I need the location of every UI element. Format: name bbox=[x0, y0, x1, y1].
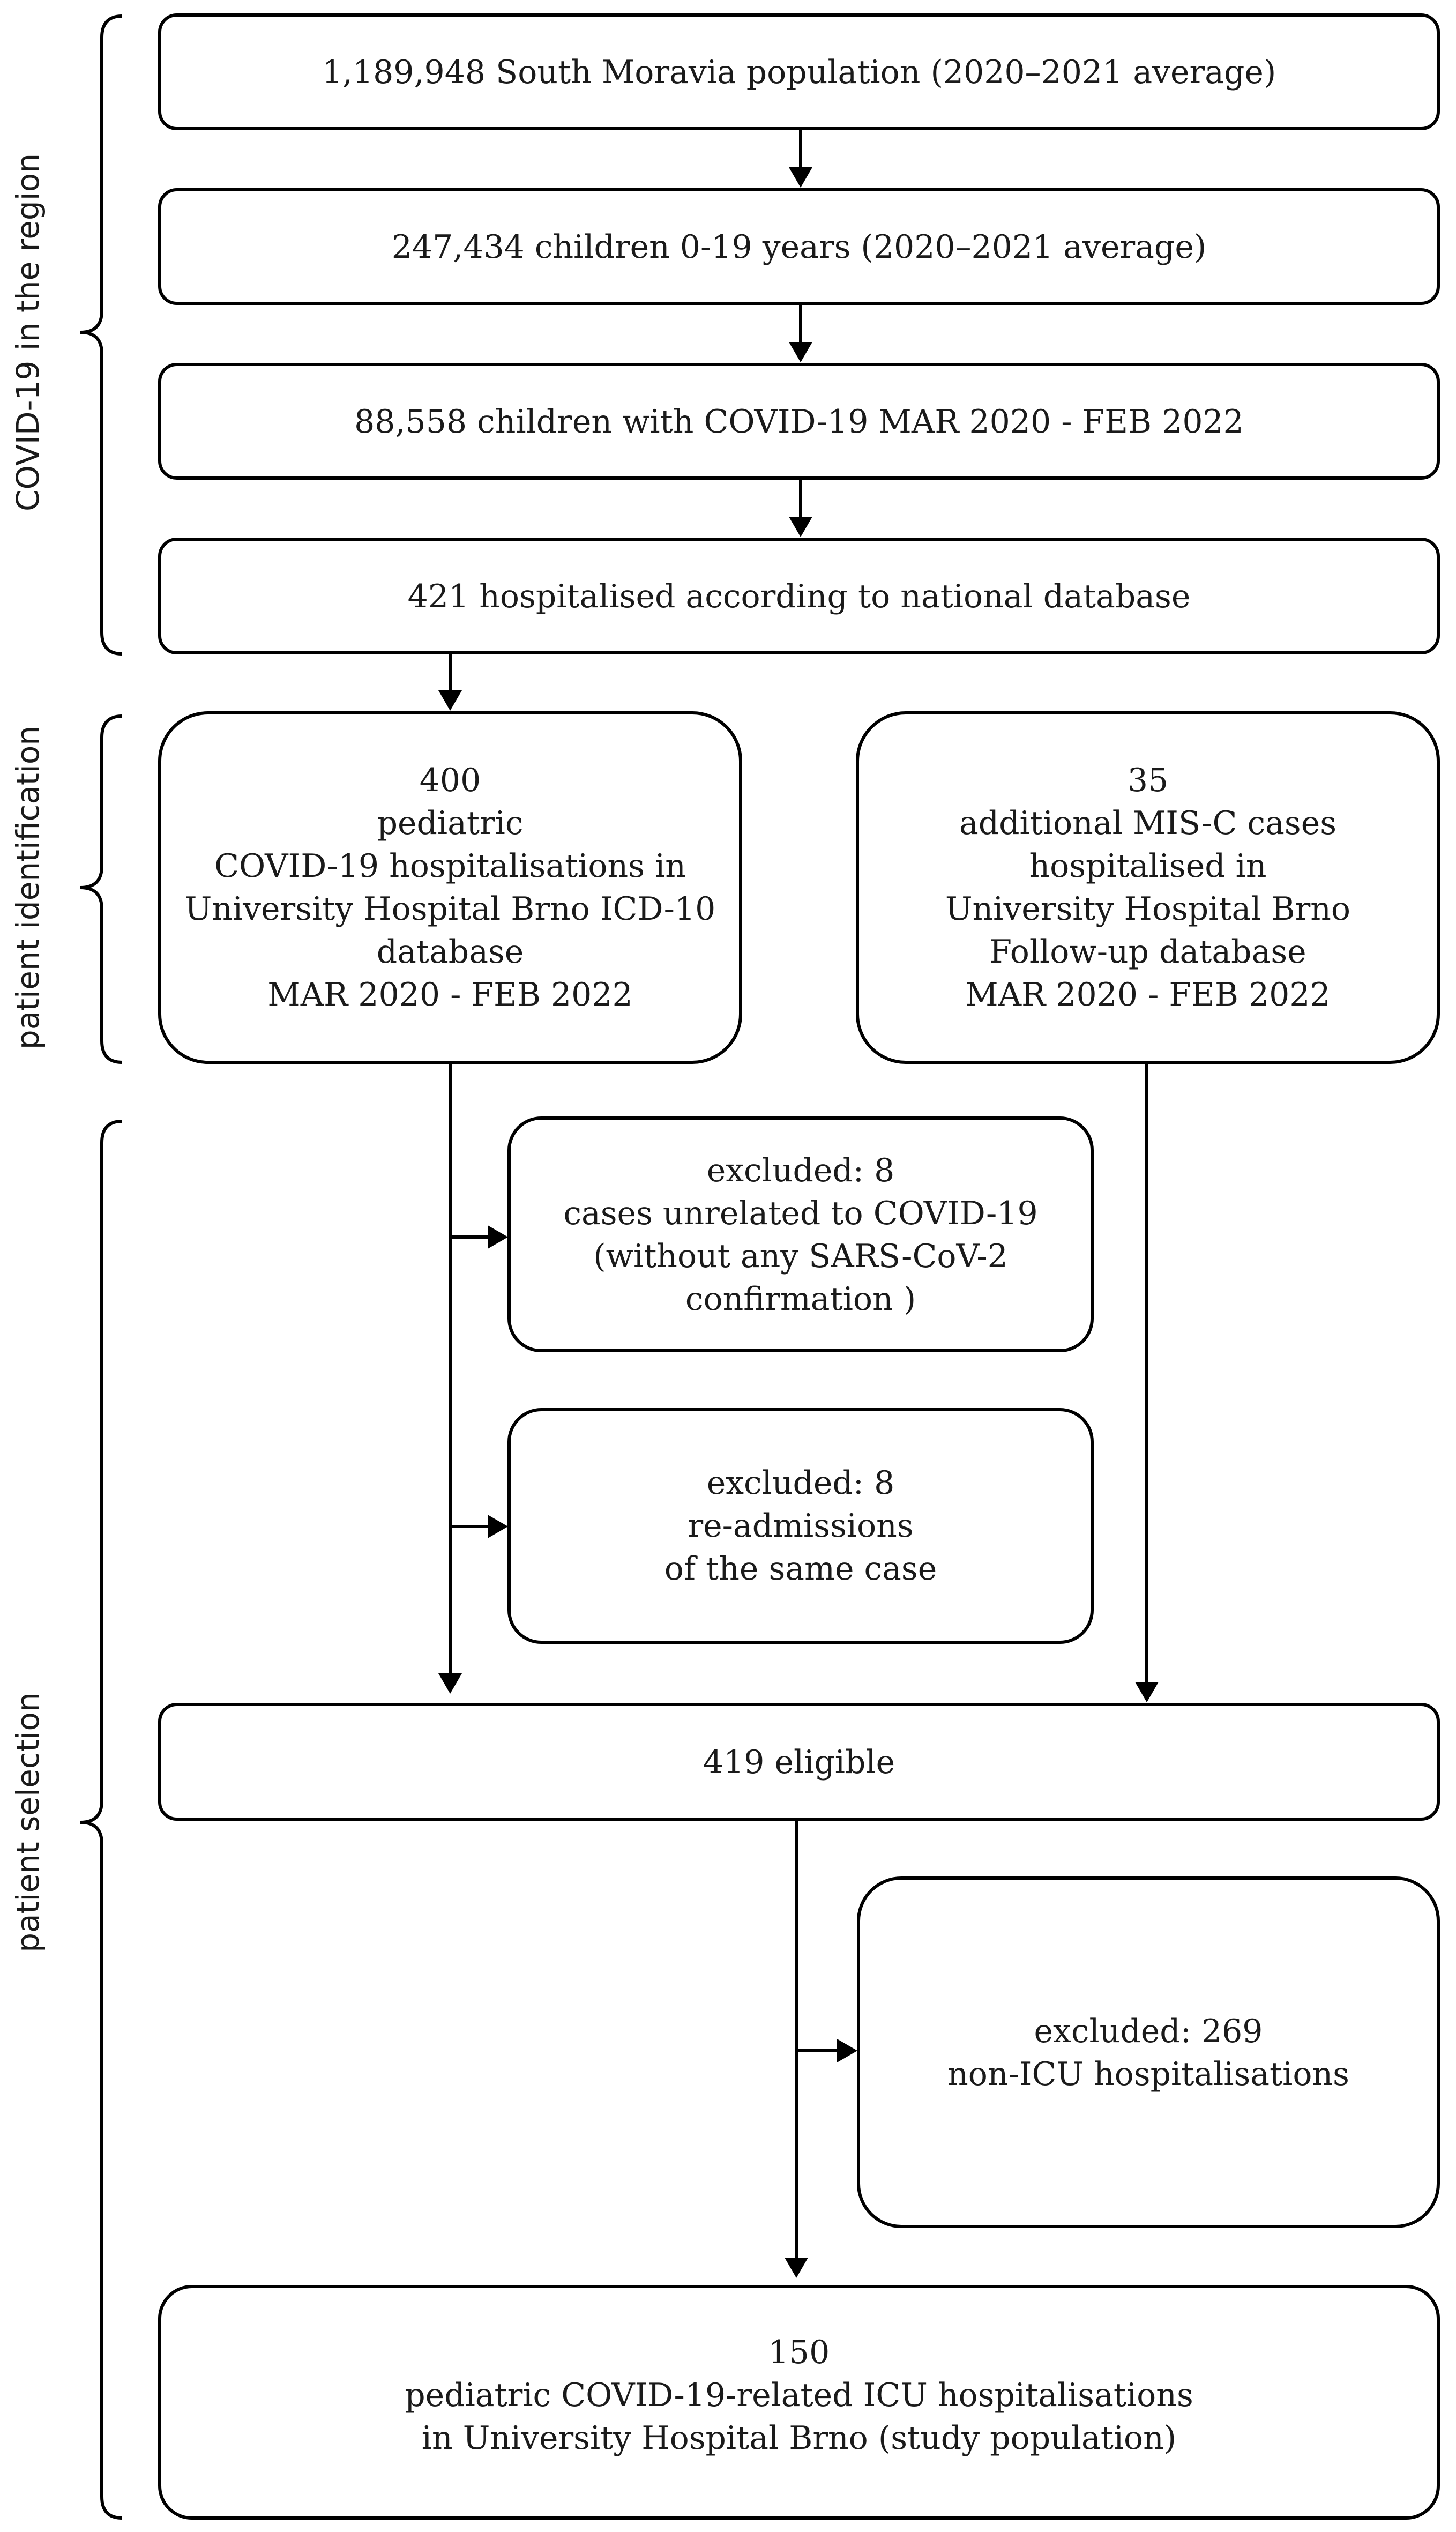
box-excluded-unrelated-line-4: confirmation ) bbox=[685, 1280, 916, 1318]
box-icd10: 400 pediatric COVID-19 hospitalisations … bbox=[158, 711, 742, 1064]
brace-selection bbox=[80, 1120, 123, 2520]
box-excluded-readmissions-line-2: re-admissions bbox=[688, 1507, 913, 1545]
box-excluded-non-icu-line-2: non-ICU hospitalisations bbox=[947, 2056, 1349, 2093]
box-misc-line-2: additional MIS-C cases bbox=[959, 805, 1336, 842]
box-excluded-readmissions: excluded: 8 re-admissions of the same ca… bbox=[507, 1408, 1094, 1644]
box-children: 247,434 children 0-19 years (2020–2021 a… bbox=[158, 188, 1440, 305]
box-study-population: 150 pediatric COVID-19-related ICU hospi… bbox=[158, 2285, 1440, 2520]
box-misc: 35 additional MIS-C cases hospitalised i… bbox=[856, 711, 1440, 1064]
box-eligible: 419 eligible bbox=[158, 1703, 1440, 1821]
box-study-population-line-1: 150 bbox=[768, 2334, 830, 2371]
box-study-population-line-2: pediatric COVID-19-related ICU hospitali… bbox=[405, 2377, 1193, 2414]
section-labels: COVID-19 in the region patient identific… bbox=[10, 153, 46, 1953]
box-misc-line-6: MAR 2020 - FEB 2022 bbox=[965, 976, 1330, 1014]
box-population: 1,189,948 South Moravia population (2020… bbox=[158, 13, 1440, 130]
box-covid-children-line-1: 88,558 children with COVID-19 MAR 2020 -… bbox=[354, 403, 1244, 441]
box-excluded-readmissions-line-1: excluded: 8 bbox=[707, 1464, 895, 1502]
box-icd10-line-5: database bbox=[377, 933, 524, 971]
box-excluded-non-icu-line-1: excluded: 269 bbox=[1034, 2013, 1263, 2050]
box-misc-line-3: hospitalised in bbox=[1029, 847, 1266, 885]
box-icd10-line-2: pediatric bbox=[377, 805, 524, 842]
arrowhead-misc-eligible bbox=[1135, 1682, 1159, 1702]
box-excluded-unrelated: excluded: 8 cases unrelated to COVID-19 … bbox=[507, 1116, 1094, 1352]
arrowhead-icd10-eligible bbox=[438, 1673, 462, 1694]
section-label-selection: patient selection bbox=[10, 1692, 46, 1953]
section-label-identification: patient identification bbox=[10, 726, 46, 1049]
arrowhead-branch-unrelated bbox=[488, 1225, 508, 1249]
box-excluded-readmissions-line-3: of the same case bbox=[664, 1550, 937, 1588]
arrowhead-eligible-study bbox=[785, 2258, 808, 2278]
box-icd10-line-1: 400 bbox=[420, 762, 481, 799]
box-icd10-line-4: University Hospital Brno ICD-10 bbox=[185, 890, 716, 928]
box-misc-line-1: 35 bbox=[1128, 762, 1168, 799]
box-misc-line-4: University Hospital Brno bbox=[945, 890, 1350, 928]
box-icd10-line-3: COVID-19 hospitalisations in bbox=[214, 847, 686, 885]
arrowhead-children-covid bbox=[789, 342, 812, 362]
box-excluded-non-icu: excluded: 269 non-ICU hospitalisations bbox=[857, 1876, 1440, 2228]
arrowhead-branch-readmissions bbox=[488, 1515, 508, 1538]
boxes: 1,189,948 South Moravia population (2020… bbox=[158, 13, 1440, 2520]
box-excluded-unrelated-line-1: excluded: 8 bbox=[707, 1152, 895, 1189]
box-covid-children: 88,558 children with COVID-19 MAR 2020 -… bbox=[158, 363, 1440, 480]
arrowhead-branch-non-icu bbox=[837, 2039, 857, 2062]
arrowhead-covid-hospitalised bbox=[789, 517, 812, 537]
box-study-population-line-3: in University Hospital Brno (study popul… bbox=[422, 2419, 1176, 2457]
box-eligible-line-1: 419 eligible bbox=[703, 1744, 895, 1781]
box-excluded-unrelated-line-3: (without any SARS-CoV-2 bbox=[593, 1238, 1008, 1275]
box-excluded-unrelated-line-2: cases unrelated to COVID-19 bbox=[563, 1195, 1037, 1232]
arrowhead-hospitalised-icd10 bbox=[438, 690, 462, 711]
connectors bbox=[438, 129, 1159, 2278]
brace-region bbox=[80, 14, 123, 656]
box-icd10-line-6: MAR 2020 - FEB 2022 bbox=[267, 976, 632, 1014]
section-braces bbox=[80, 14, 123, 2520]
box-misc-line-5: Follow-up database bbox=[989, 933, 1306, 971]
box-children-line-1: 247,434 children 0-19 years (2020–2021 a… bbox=[392, 228, 1207, 266]
box-population-line-1: 1,189,948 South Moravia population (2020… bbox=[322, 54, 1276, 91]
arrowhead-population-children bbox=[789, 167, 812, 188]
section-label-region: COVID-19 in the region bbox=[10, 153, 46, 511]
box-hospitalised: 421 hospitalised according to national d… bbox=[158, 538, 1440, 654]
brace-identification bbox=[80, 714, 123, 1064]
box-hospitalised-line-1: 421 hospitalised according to national d… bbox=[408, 578, 1191, 615]
